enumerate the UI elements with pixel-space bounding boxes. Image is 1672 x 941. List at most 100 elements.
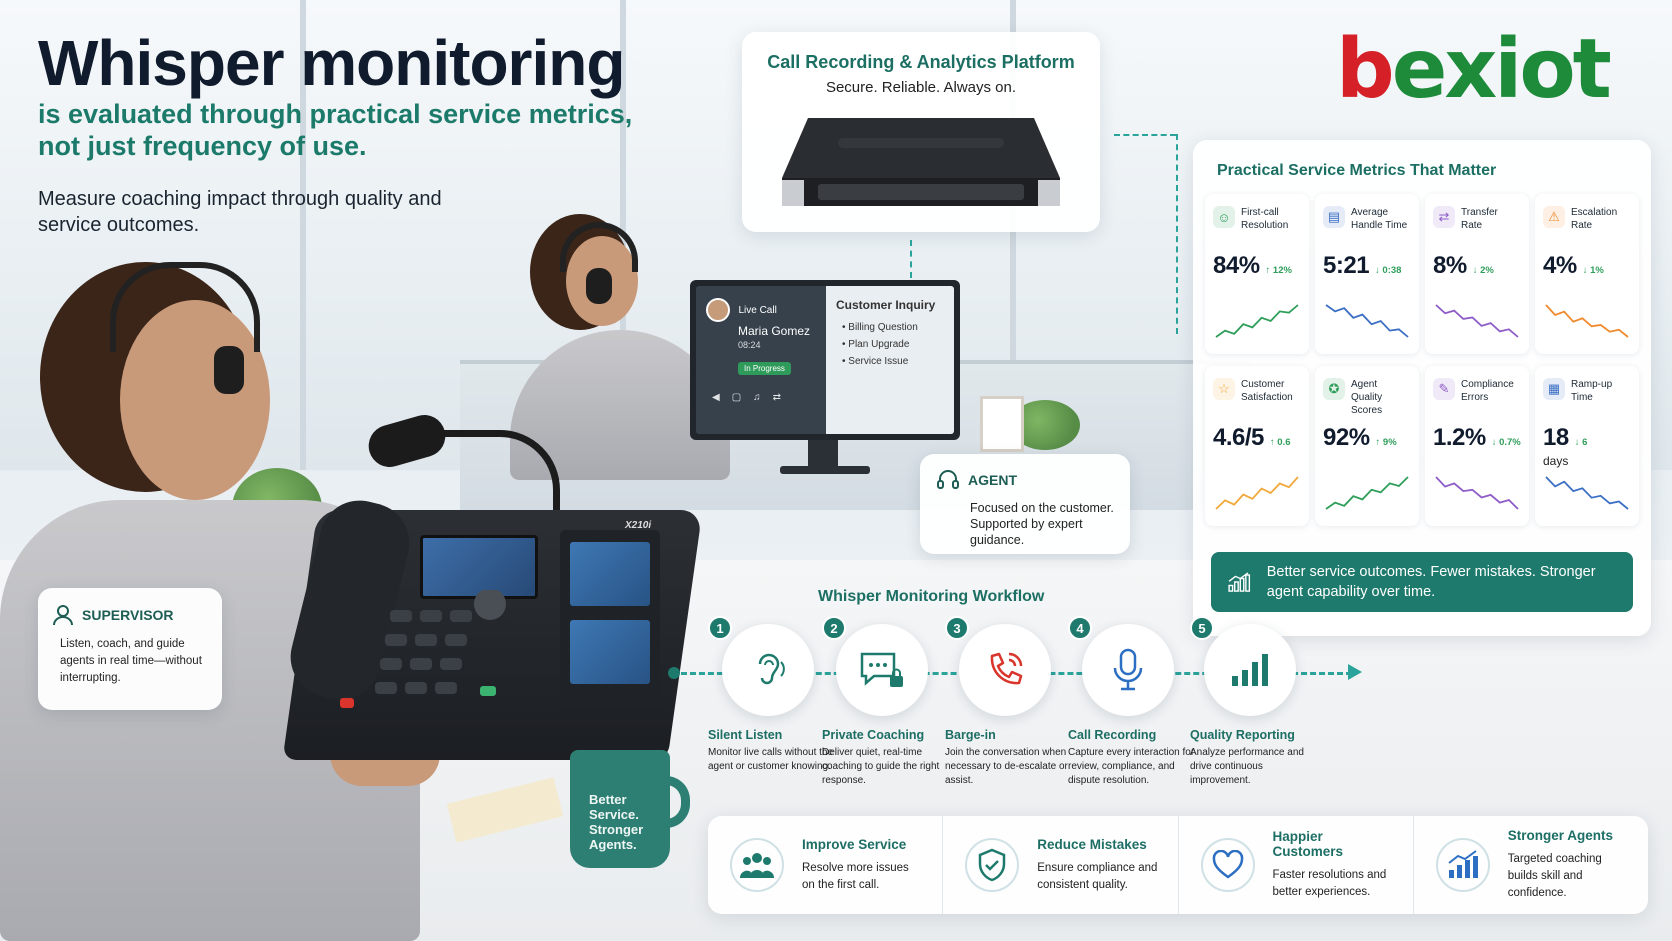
metric-card[interactable]: ✪Agent Quality Scores 92%↑ 9% [1315,366,1419,526]
agent-callout: AGENT Focused on the customer. Supported… [920,454,1130,554]
sparkline [1325,304,1409,338]
sparkline-series [1545,476,1629,510]
mug-handle [660,776,690,828]
workflow-step-quality-reporting[interactable]: 5 Quality Reporting Analyze performance … [1190,616,1320,788]
metric-delta: ↑ 12% [1265,265,1292,276]
metric-name: Compliance Errors [1461,379,1514,403]
step-description: Analyze performance and drive continuous… [1190,747,1304,786]
headset-cup [214,346,244,394]
back-icon[interactable]: ◀ [712,392,720,403]
logo-letter: b [1336,22,1395,117]
metric-card[interactable]: ✎Compliance Errors 1.2%↓ 0.7% [1425,366,1529,526]
monitor-stand [808,440,838,470]
workflow-step-barge-in[interactable]: 3 Barge-in Join the conversation when ne… [945,616,1075,788]
supervisor-callout-text: Listen, coach, and guide agents in real … [60,638,202,684]
logo-rest: exiot [1391,22,1612,117]
benefit-description: Targeted coaching builds skill and confi… [1507,853,1602,899]
metric-name: Agent Quality Scores [1351,379,1383,416]
metric-delta: ↓ 0:38 [1375,265,1402,276]
star-icon: ☆ [1213,378,1235,400]
page-lead: Measure coaching impact through quality … [38,188,442,236]
step-description: Capture every interaction for review, co… [1068,747,1195,786]
metric-value: 1.2% [1433,424,1486,451]
step-description: Deliver quiet, real-time coaching to gui… [822,747,940,786]
metric-card[interactable]: ⇄Transfer Rate 8%↓ 2% [1425,194,1529,354]
benefit-title: Improve Service [802,836,907,852]
metric-value: 4.6/5 [1213,424,1264,451]
metric-card[interactable]: ▤Average Handle Time 5:21↓ 0:38 [1315,194,1419,354]
team-icon [740,853,774,878]
benefit-title: Reduce Mistakes [1037,836,1147,852]
chat-lock-icon [860,652,903,687]
sparkline [1215,476,1299,510]
phone-model-label: X210i [625,520,652,531]
workflow-step-private-coaching[interactable]: 2 Private Coaching Deliver quiet, real-t… [822,616,952,788]
step-number: 2 [822,616,846,640]
benefit-title: Stronger Agents [1507,828,1614,843]
step-name: Silent Listen [708,728,783,742]
hold-icon[interactable]: ▢ [731,392,742,403]
metric-card[interactable]: ⚠Escalation Rate 4%↓ 1% [1535,194,1639,354]
shield-check-icon [979,848,1006,882]
metric-card[interactable]: ☺First-call Resolution 84%↑ 12% [1205,194,1309,354]
step-number: 5 [1190,616,1214,640]
metrics-title: Practical Service Metrics That Matter [1217,162,1497,179]
agent-monitor: Live Call Maria Gomez 08:24 In Progress … [690,280,960,440]
metric-value: 5:21 [1323,252,1370,279]
workflow-arrow-icon [1348,664,1362,680]
sparkline-series [1215,304,1299,338]
inquiry-item: • Billing Question [842,322,918,333]
sparkline-series [1325,304,1409,338]
sparkline [1545,304,1629,338]
step-number: 1 [708,616,732,640]
outcome-banner: Better service outcomes. Fewer mistakes.… [1211,552,1633,612]
metric-value: 4% [1543,252,1577,279]
caller-avatar [706,298,730,322]
metric-delta: ↑ 0.6 [1269,437,1291,448]
alarm-icon: ⚠ [1543,206,1565,228]
sparkline [1215,304,1299,338]
metric-value: 8% [1433,252,1467,279]
connector-line [1114,134,1176,136]
supervisor-callout: SUPERVISOR Listen, coach, and guide agen… [38,588,222,710]
metric-value: 92% [1323,424,1370,451]
call-controls: ◀ ▢ ♫ ⇄ [706,392,816,403]
benefit-improve-service: Improve Service Resolve more issues on t… [708,816,944,914]
quality-icon: ✪ [1323,378,1345,400]
workflow-step-silent-listen[interactable]: 1 Silent Listen Monitor live calls witho… [708,616,838,774]
photo-frame [980,396,1024,452]
sparkline-series [1435,476,1519,510]
benefit-description: Ensure compliance and consistent quality… [1037,861,1158,891]
gooseneck-mic-arm [440,430,560,510]
ear-icon [758,653,785,685]
server-appliance-icon [782,118,1060,206]
step-name: Barge-in [945,728,996,742]
compliance-icon: ✎ [1433,378,1455,400]
mute-icon[interactable]: ♫ [753,392,761,403]
transfer-icon[interactable]: ⇄ [772,392,782,403]
sparkline [1545,476,1629,510]
person-icon [53,605,73,626]
call-status-badge[interactable]: In Progress [738,362,791,375]
expansion-display [570,542,650,606]
metric-card[interactable]: ☆Customer Satisfaction 4.6/5↑ 0.6 [1205,366,1309,526]
caller-name: Maria Gomez [738,324,811,338]
workflow-title: Whisper Monitoring Workflow [818,588,1045,605]
microphone-icon [1113,648,1143,691]
calendar-icon: ▦ [1543,378,1565,400]
page-title: Whisper monitoring [38,27,625,99]
workflow-step-call-recording[interactable]: 4 Call Recording Capture every interacti… [1068,616,1198,788]
benefit-stronger-agents: Stronger Agents Targeted coaching builds… [1414,816,1648,914]
metric-value: 18 [1543,424,1569,451]
headset-icon [937,470,959,489]
headset-person-icon: ☺ [1213,206,1235,228]
phone-call-icon [990,652,1023,685]
metric-card[interactable]: ▦Ramp-up Time 18↓ 6 days [1535,366,1639,526]
step-name: Call Recording [1068,728,1157,742]
window-mullion [300,0,306,470]
metric-grid: ☺First-call Resolution 84%↑ 12% ▤Average… [1205,194,1639,526]
sparkline [1435,476,1519,510]
metric-name: Escalation Rate [1571,207,1618,231]
coffee-mug [570,750,670,868]
